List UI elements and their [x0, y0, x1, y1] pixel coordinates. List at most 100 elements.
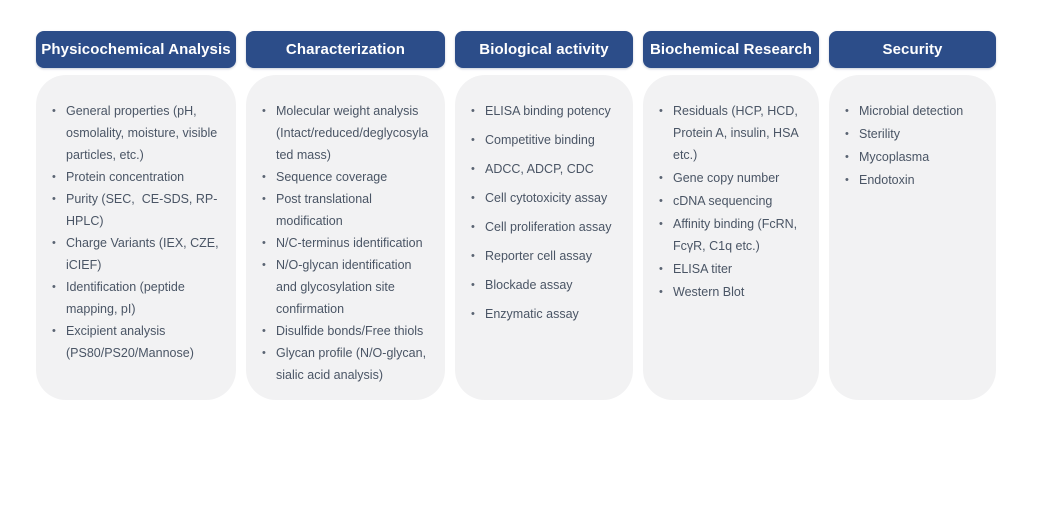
list-item: • Blockade assay	[469, 274, 619, 296]
bullet-marker: •	[471, 250, 475, 262]
item-list: • Microbial detection • Sterility • Mycoplasm…	[843, 100, 982, 191]
list-item: • Gene copy number	[657, 167, 805, 189]
list-item: • Cell cytotoxicity assay	[469, 187, 619, 209]
column-biological-activity: Biological activity • ELISA binding potenc…	[455, 31, 633, 400]
item-list: • General properties (pH, osmolality, moi…	[50, 100, 222, 364]
list-item: • ADCC, ADCP, CDC	[469, 158, 619, 180]
list-item: •N/C-terminus identification	[260, 232, 431, 254]
list-item: • ELISA binding potency	[469, 100, 619, 122]
list-item-text: Gene copy number	[673, 171, 780, 185]
bullet-marker: •	[471, 308, 475, 320]
column-characterization: Characterization • Molecular weight analys…	[246, 31, 445, 400]
list-item-text: Enzymatic assay	[485, 307, 579, 321]
list-item-text: N/O-glycan identification and glycosylat…	[276, 258, 415, 316]
list-item-text: Excipient analysis (PS80/PS20/Mannose)	[66, 324, 194, 360]
list-item: • Mycoplasma	[843, 146, 982, 168]
list-item-text: Identification (peptide mapping, pI)	[66, 280, 189, 316]
list-item: • Sterility	[843, 123, 982, 145]
list-item-text: Competitive binding	[485, 133, 595, 147]
bullet-marker: •	[471, 134, 475, 146]
item-list: • Molecular weight analysis (Intact/reduc…	[260, 100, 431, 386]
list-item: • Enzymatic assay	[469, 303, 619, 325]
column-header: Biochemical Research	[643, 31, 819, 68]
bullet-marker: •	[52, 325, 56, 337]
list-item-text: Blockade assay	[485, 278, 573, 292]
bullet-marker: •	[52, 171, 56, 183]
list-item: • Endotoxin	[843, 169, 982, 191]
columns-container: Physicochemical Analysis•General propert…	[36, 31, 996, 400]
bullet-marker: •	[262, 193, 266, 205]
list-item: • Protein concentration	[50, 166, 222, 188]
bullet-marker: •	[52, 193, 56, 205]
bullet-marker: •	[659, 218, 663, 230]
list-item-text: Microbial detection	[859, 104, 964, 118]
list-item-text: ELISA binding potency	[485, 104, 611, 118]
list-item-text: Disulfide bonds/Free thiols	[276, 324, 424, 338]
list-item: • Western Blot	[657, 281, 805, 303]
bullet-marker: •	[659, 195, 663, 207]
list-item: •Identification (peptide mapping, pI)	[50, 276, 222, 320]
list-item: • Competitive binding	[469, 129, 619, 151]
column-header: Characterization	[246, 31, 445, 68]
list-item-text: Cell proliferation assay	[485, 220, 612, 234]
bullet-marker: •	[471, 105, 475, 117]
list-item-text: Glycan profile (N/O-glycan, sialic acid …	[276, 346, 430, 382]
list-item-text: Sterility	[859, 127, 900, 141]
list-item: •Post translational modification	[260, 188, 431, 232]
bullet-marker: •	[659, 172, 663, 184]
list-item-text: Mycoplasma	[859, 150, 930, 164]
column-security: Security • Microbial detection • Sterility • M…	[829, 31, 996, 400]
list-item-text: Reporter cell assay	[485, 249, 592, 263]
bullet-marker: •	[262, 105, 266, 117]
list-item: • Cell proliferation assay	[469, 216, 619, 238]
list-item-text: Protein concentration	[66, 170, 185, 184]
list-item: •General properties (pH, osmolality, moi…	[50, 100, 222, 166]
list-item: • cDNA sequencing	[657, 190, 805, 212]
column-physicochemical-analysis: Physicochemical Analysis•General propert…	[36, 31, 236, 400]
bullet-marker: •	[471, 192, 475, 204]
list-item: • Excipient analysis (PS80/PS20/Mannose)	[50, 320, 222, 364]
list-item-text: Affinity binding (FcRN, FcγR, C1q etc.)	[673, 217, 801, 253]
bullet-marker: •	[471, 221, 475, 233]
item-list: • Residuals (HCP, HCD, Protein A, insulin…	[657, 100, 805, 303]
bullet-marker: •	[845, 128, 849, 140]
list-item: • N/O-glycan identification and glycosyla…	[260, 254, 431, 320]
list-item: • Microbial detection	[843, 100, 982, 122]
bullet-marker: •	[845, 174, 849, 186]
list-item-text: Endotoxin	[859, 173, 915, 187]
list-item: • Purity (SEC, CE-SDS, RP-HPLC)	[50, 188, 222, 232]
list-item-text: Charge Variants (IEX, CZE, iCIEF)	[66, 236, 223, 272]
list-item: •Charge Variants (IEX, CZE, iCIEF)	[50, 232, 222, 276]
list-item-text: Western Blot	[673, 285, 745, 299]
list-item-text: Molecular weight analysis (Intact/reduce…	[276, 104, 429, 162]
list-item-text: ELISA titer	[673, 262, 733, 276]
list-item-text: General properties (pH, osmolality, mois…	[66, 104, 221, 162]
bullet-marker: •	[471, 163, 475, 175]
column-header: Biological activity	[455, 31, 633, 68]
list-item-text: cDNA sequencing	[673, 194, 773, 208]
list-item: • Residuals (HCP, HCD, Protein A, insulin…	[657, 100, 805, 166]
column-card: • ELISA binding potency • Competitive bindi…	[455, 75, 633, 400]
bullet-marker: •	[471, 279, 475, 291]
list-item-text: Residuals (HCP, HCD, Protein A, insulin,…	[673, 104, 802, 162]
bullet-marker: •	[262, 237, 266, 249]
list-item: • Reporter cell assay	[469, 245, 619, 267]
bullet-marker: •	[262, 259, 266, 271]
column-card: • Molecular weight analysis (Intact/reduc…	[246, 75, 445, 400]
list-item-text: Cell cytotoxicity assay	[485, 191, 608, 205]
list-item-text: Sequence coverage	[276, 170, 388, 184]
list-item-text: Purity (SEC, CE-SDS, RP-HPLC)	[66, 192, 218, 228]
bullet-marker: •	[845, 151, 849, 163]
column-card: • Microbial detection • Sterility • Mycoplasm…	[829, 75, 996, 400]
column-header: Security	[829, 31, 996, 68]
list-item: • Molecular weight analysis (Intact/reduc…	[260, 100, 431, 166]
bullet-marker: •	[845, 105, 849, 117]
list-item-text: ADCC, ADCP, CDC	[485, 162, 594, 176]
list-item: •Disulfide bonds/Free thiols	[260, 320, 431, 342]
bullet-marker: •	[659, 105, 663, 117]
item-list: • ELISA binding potency • Competitive bindi…	[469, 100, 619, 325]
column-biochemical-research: Biochemical Research • Residuals (HCP, HCD…	[643, 31, 819, 400]
bullet-marker: •	[659, 286, 663, 298]
bullet-marker: •	[262, 347, 266, 359]
